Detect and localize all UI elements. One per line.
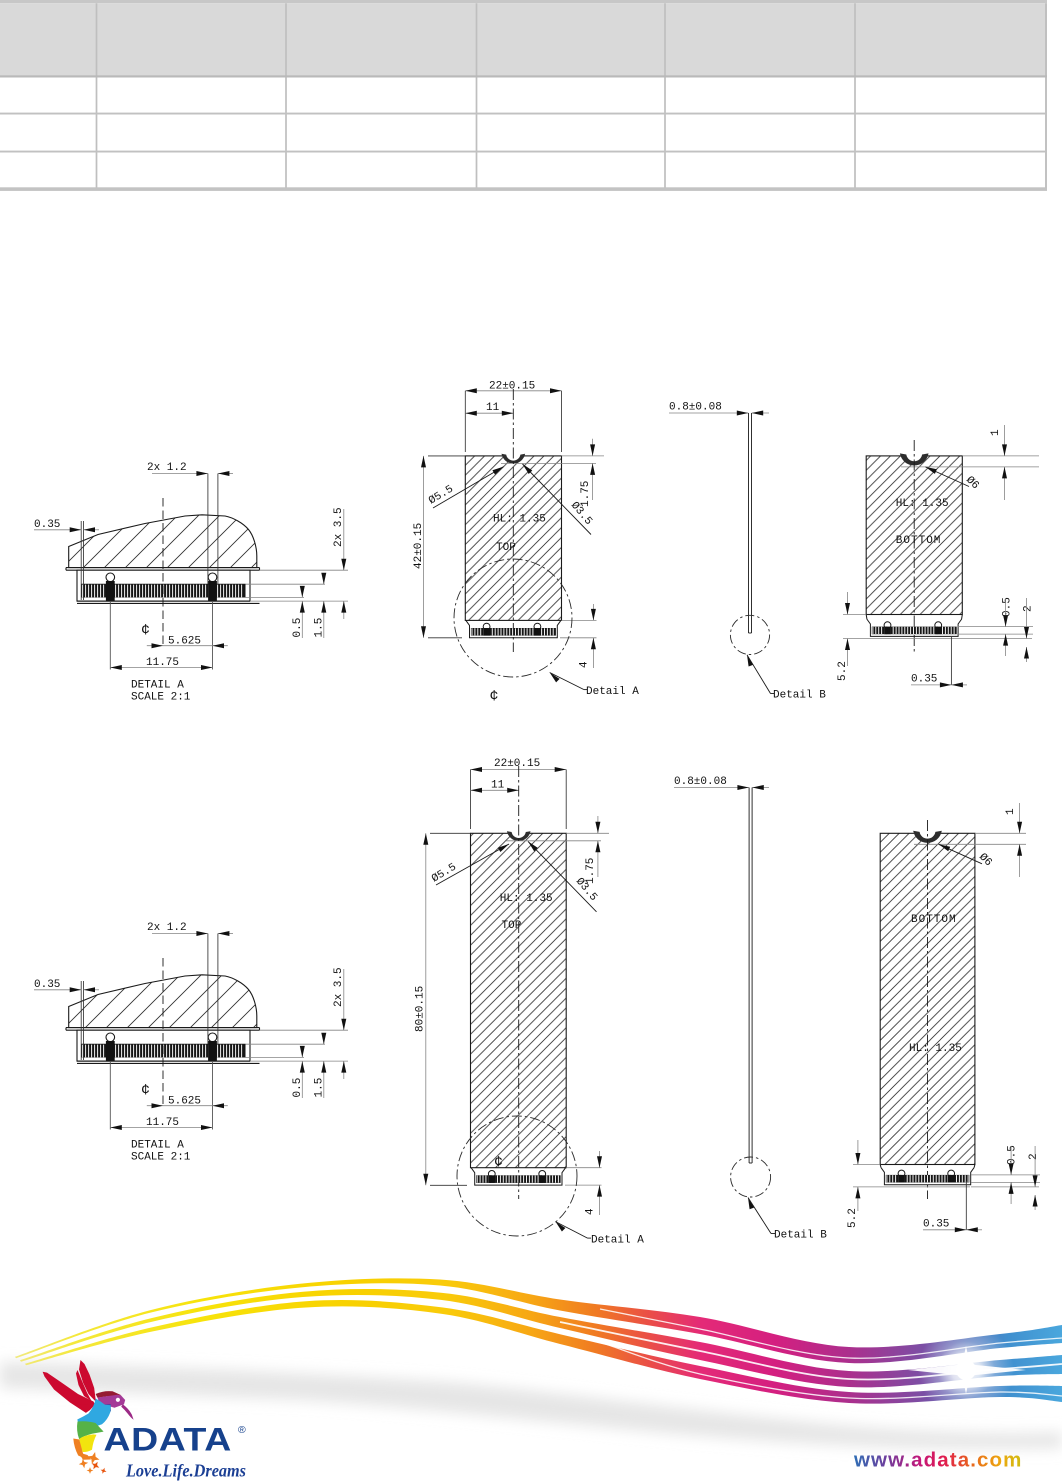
svg-text:4: 4 <box>578 661 590 668</box>
svg-text:BOTTOM: BOTTOM <box>911 914 957 926</box>
svg-text:5.625: 5.625 <box>168 1096 201 1108</box>
svg-text:TOP: TOP <box>496 542 516 554</box>
svg-text:22±0.15: 22±0.15 <box>489 380 535 392</box>
svg-text:¢: ¢ <box>494 1154 503 1171</box>
svg-text:BOTTOM: BOTTOM <box>896 535 942 547</box>
svg-text:5.625: 5.625 <box>168 636 201 648</box>
svg-text:5.2: 5.2 <box>837 661 849 681</box>
svg-text:22±0.15: 22±0.15 <box>494 758 540 770</box>
svg-text:5.2: 5.2 <box>847 1208 859 1228</box>
svg-text:42±0.15: 42±0.15 <box>413 523 425 569</box>
svg-text:Detail B: Detail B <box>774 1230 827 1242</box>
svg-text:0.35: 0.35 <box>34 979 60 991</box>
svg-text:0.8±0.08: 0.8±0.08 <box>669 402 722 414</box>
svg-text:1.5: 1.5 <box>313 618 325 638</box>
svg-text:HL: 1.35: HL: 1.35 <box>500 893 553 905</box>
svg-text:2x 3.5: 2x 3.5 <box>333 967 345 1007</box>
svg-text:Detail A: Detail A <box>586 686 639 698</box>
svg-text:0.35: 0.35 <box>34 519 60 531</box>
svg-text:0.8±0.08: 0.8±0.08 <box>674 776 727 788</box>
svg-text:2x 1.2: 2x 1.2 <box>147 462 187 474</box>
svg-text:80±0.15: 80±0.15 <box>415 986 427 1032</box>
svg-text:www.adata.com: www.adata.com <box>853 1449 1022 1472</box>
svg-text:0.5: 0.5 <box>292 1078 304 1098</box>
svg-text:2x 3.5: 2x 3.5 <box>333 507 345 547</box>
svg-text:TOP: TOP <box>502 920 522 932</box>
svg-text:DETAIL A: DETAIL A <box>131 680 184 692</box>
svg-text:Ø5.5: Ø5.5 <box>430 862 459 886</box>
svg-text:4: 4 <box>584 1208 596 1215</box>
svg-text:Detail B: Detail B <box>773 690 826 702</box>
svg-text:1.5: 1.5 <box>313 1078 325 1098</box>
svg-text:2: 2 <box>1023 605 1035 612</box>
svg-text:Love.Life.Dreams: Love.Life.Dreams <box>125 1461 246 1481</box>
svg-text:1.75: 1.75 <box>585 858 597 884</box>
svg-text:SCALE 2:1: SCALE 2:1 <box>131 1152 191 1164</box>
svg-text:2: 2 <box>1028 1153 1040 1160</box>
svg-text:®: ® <box>238 1424 246 1436</box>
svg-text:HL: 1.35: HL: 1.35 <box>909 1043 962 1055</box>
svg-text:1.75: 1.75 <box>580 481 592 507</box>
svg-text:Ø6: Ø6 <box>963 474 981 492</box>
svg-text:0.35: 0.35 <box>923 1219 949 1231</box>
svg-text:HL: 1.35: HL: 1.35 <box>896 498 949 510</box>
svg-text:1: 1 <box>1005 808 1017 815</box>
svg-text:11: 11 <box>491 780 505 792</box>
svg-text:ADATA: ADATA <box>104 1422 232 1458</box>
svg-text:Ø6: Ø6 <box>976 851 994 869</box>
svg-text:¢: ¢ <box>141 1082 150 1099</box>
svg-text:0.5: 0.5 <box>1002 597 1014 617</box>
svg-text:0.5: 0.5 <box>292 618 304 638</box>
svg-text:0.5: 0.5 <box>1007 1145 1019 1165</box>
svg-text:HL: 1.35: HL: 1.35 <box>493 514 546 526</box>
svg-text:DETAIL A: DETAIL A <box>131 1140 184 1152</box>
svg-text:2x 1.2: 2x 1.2 <box>147 922 187 934</box>
svg-text:11.75: 11.75 <box>146 1117 179 1129</box>
svg-text:11: 11 <box>486 402 500 414</box>
svg-text:11.75: 11.75 <box>146 657 179 669</box>
svg-text:1: 1 <box>990 429 1002 436</box>
svg-text:Ø5.5: Ø5.5 <box>427 484 456 508</box>
svg-text:0.35: 0.35 <box>911 674 937 686</box>
svg-text:¢: ¢ <box>490 688 499 705</box>
svg-text:Detail A: Detail A <box>591 1235 644 1247</box>
svg-text:SCALE 2:1: SCALE 2:1 <box>131 692 191 704</box>
svg-text:¢: ¢ <box>141 622 150 639</box>
